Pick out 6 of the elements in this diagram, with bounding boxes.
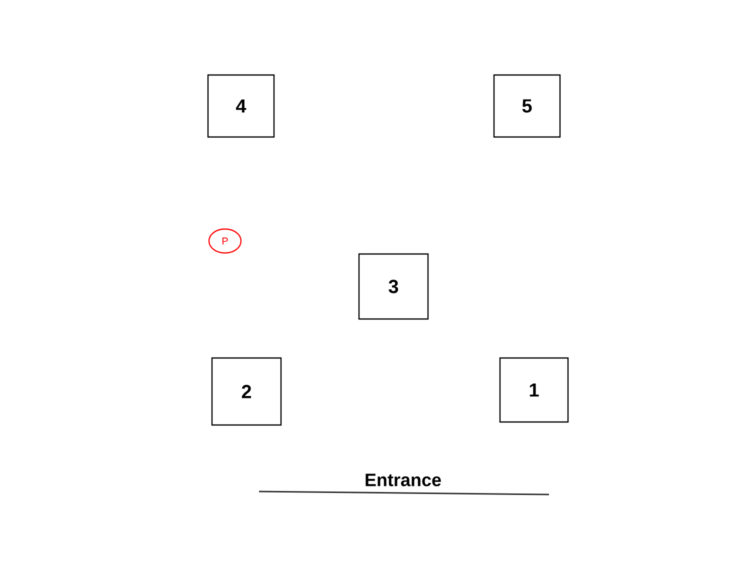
numbered-box: 5 — [493, 74, 561, 138]
numbered-box: 3 — [358, 253, 429, 320]
numbered-box: 2 — [211, 357, 282, 426]
numbered-box: 1 — [499, 357, 569, 423]
entrance-label: Entrance — [366, 474, 441, 486]
numbered-box: 4 — [207, 74, 275, 138]
